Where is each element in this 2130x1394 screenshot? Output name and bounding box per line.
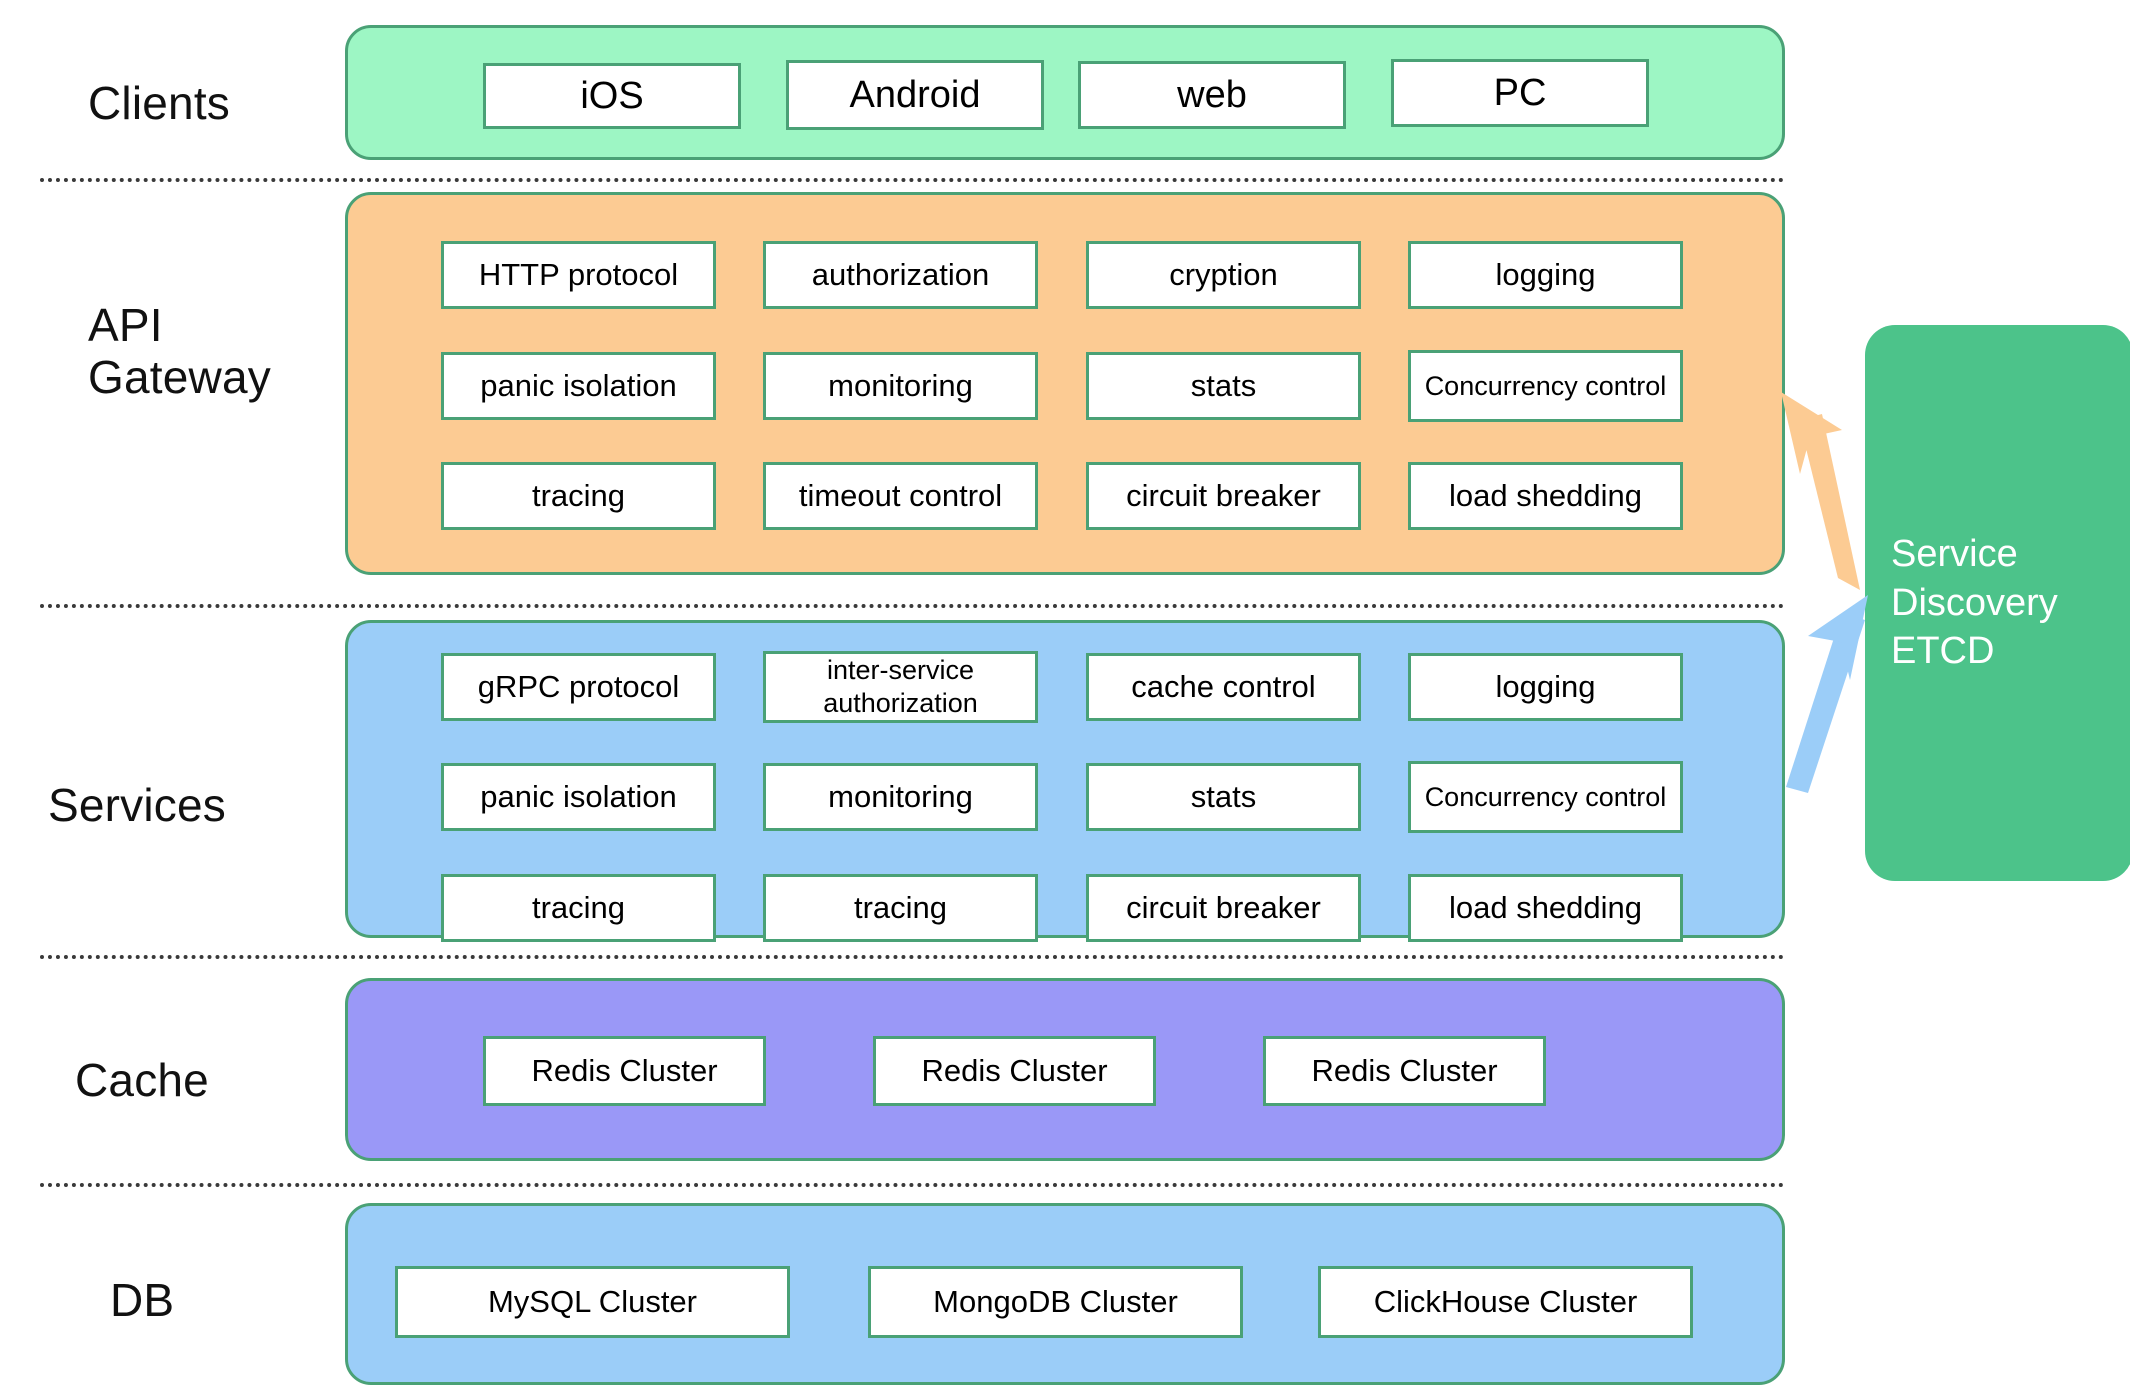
cache-box-redis-1[interactable]: Redis Cluster xyxy=(483,1036,766,1106)
gateway-box-load-shedding[interactable]: load shedding xyxy=(1408,462,1683,530)
separator-gateway-services xyxy=(40,604,1785,608)
band-api-gateway: HTTP protocol authorization cryption log… xyxy=(345,192,1785,575)
service-box-tracing-2[interactable]: tracing xyxy=(763,874,1038,942)
service-box-grpc-protocol[interactable]: gRPC protocol xyxy=(441,653,716,721)
gateway-box-panic-isolation[interactable]: panic isolation xyxy=(441,352,716,420)
separator-cache-db xyxy=(40,1183,1785,1187)
gateway-box-tracing[interactable]: tracing xyxy=(441,462,716,530)
gateway-box-authorization[interactable]: authorization xyxy=(763,241,1038,309)
separator-services-cache xyxy=(40,955,1785,959)
row-label-db: DB xyxy=(110,1274,175,1326)
gateway-box-cryption[interactable]: cryption xyxy=(1086,241,1361,309)
service-box-inter-service-authorization[interactable]: inter-service authorization xyxy=(763,651,1038,723)
service-box-load-shedding[interactable]: load shedding xyxy=(1408,874,1683,942)
row-label-clients: Clients xyxy=(88,77,231,129)
gateway-box-concurrency-control[interactable]: Concurrency control xyxy=(1408,350,1683,422)
service-box-panic-isolation[interactable]: panic isolation xyxy=(441,763,716,831)
service-box-logging[interactable]: logging xyxy=(1408,653,1683,721)
cache-box-redis-3[interactable]: Redis Cluster xyxy=(1263,1036,1546,1106)
arrow-services-to-etcd xyxy=(1786,595,1868,793)
gateway-box-logging[interactable]: logging xyxy=(1408,241,1683,309)
separator-clients-gateway xyxy=(40,178,1785,182)
gateway-box-monitoring[interactable]: monitoring xyxy=(763,352,1038,420)
client-box-ios[interactable]: iOS xyxy=(483,63,741,129)
row-label-cache: Cache xyxy=(75,1054,209,1106)
service-box-tracing-1[interactable]: tracing xyxy=(441,874,716,942)
gateway-box-http-protocol[interactable]: HTTP protocol xyxy=(441,241,716,309)
band-clients: iOS Android web PC xyxy=(345,25,1785,160)
service-discovery-etcd-box[interactable]: Service Discovery ETCD xyxy=(1865,325,2130,881)
db-box-clickhouse-cluster[interactable]: ClickHouse Cluster xyxy=(1318,1266,1693,1338)
client-box-pc[interactable]: PC xyxy=(1391,59,1649,127)
service-box-cache-control[interactable]: cache control xyxy=(1086,653,1361,721)
service-box-monitoring[interactable]: monitoring xyxy=(763,763,1038,831)
band-cache: Redis Cluster Redis Cluster Redis Cluste… xyxy=(345,978,1785,1161)
row-label-api-gateway: API Gateway xyxy=(88,299,271,403)
band-services: gRPC protocol inter-service authorizatio… xyxy=(345,620,1785,942)
gateway-box-circuit-breaker[interactable]: circuit breaker xyxy=(1086,462,1361,530)
db-box-mongodb-cluster[interactable]: MongoDB Cluster xyxy=(868,1266,1243,1338)
band-db: MySQL Cluster MongoDB Cluster ClickHouse… xyxy=(345,1203,1785,1385)
service-box-circuit-breaker[interactable]: circuit breaker xyxy=(1086,874,1361,942)
client-box-android[interactable]: Android xyxy=(786,60,1044,130)
gateway-box-stats[interactable]: stats xyxy=(1086,352,1361,420)
arrow-etcd-to-api-gateway xyxy=(1781,392,1860,590)
db-box-mysql-cluster[interactable]: MySQL Cluster xyxy=(395,1266,790,1338)
service-box-stats[interactable]: stats xyxy=(1086,763,1361,831)
client-box-web[interactable]: web xyxy=(1078,61,1346,129)
row-label-services: Services xyxy=(48,779,226,831)
cache-box-redis-2[interactable]: Redis Cluster xyxy=(873,1036,1156,1106)
gateway-box-timeout-control[interactable]: timeout control xyxy=(763,462,1038,530)
service-box-concurrency-control[interactable]: Concurrency control xyxy=(1408,761,1683,833)
